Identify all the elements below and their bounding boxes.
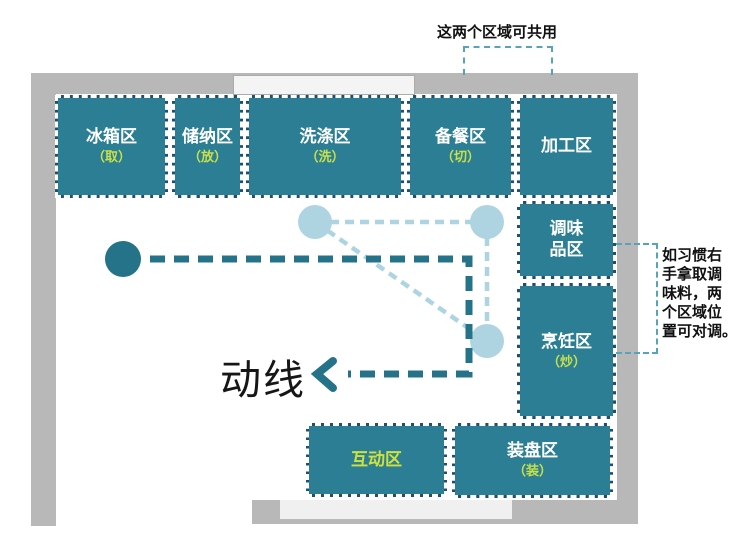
zone-seasoning: 调味 品区 — [517, 201, 616, 279]
zone-label: 互动区 — [351, 449, 402, 470]
wall-left — [31, 73, 56, 526]
zone-storage: 储纳区 （放） — [172, 95, 243, 198]
zone-prep-box: 备餐区 （切） — [407, 95, 514, 198]
flow-path — [150, 255, 473, 378]
zone-label: 冰箱区 — [86, 127, 137, 147]
zone-label: 备餐区 — [435, 127, 486, 147]
zone-sublabel: （放） — [187, 150, 227, 165]
zone-interactive: 互动区 — [306, 423, 447, 497]
zone-washing-box: 洗涤区 （洗） — [246, 95, 404, 198]
bottom-opening — [280, 500, 512, 519]
zone-cooking-box: 烹饪区 （炒） — [517, 283, 616, 419]
zone-sublabel: （炒） — [546, 354, 586, 370]
top-window — [233, 75, 415, 95]
zone-sublabel: （洗） — [305, 150, 345, 165]
zone-processing: 加工区 — [517, 95, 616, 198]
shared-node-washing — [298, 205, 332, 239]
zone-washing: 洗涤区 （洗） — [246, 95, 404, 198]
flow-line-label: 动线 — [220, 356, 306, 404]
zone-storage-box: 储纳区 （放） — [172, 95, 243, 198]
shared-zones-note: 这两个区域可共用 — [437, 23, 558, 41]
flow-arrow-icon — [310, 357, 337, 392]
zone-sublabel: （装） — [512, 464, 552, 479]
zone-label: 洗涤区 — [299, 127, 351, 147]
swap-zones-bracket — [616, 243, 658, 354]
zone-label: 调味 品区 — [549, 219, 584, 260]
zone-label: 储纳区 — [182, 127, 233, 147]
wall-right — [617, 73, 638, 524]
zone-sublabel: （取） — [91, 150, 131, 165]
zone-plating: 装盘区 （装） — [452, 423, 613, 498]
zone-interactive-box: 互动区 — [306, 423, 447, 497]
zone-label: 加工区 — [541, 136, 592, 156]
zone-label: 装盘区 — [507, 441, 558, 461]
zone-fridge: 冰箱区 （取） — [55, 95, 168, 198]
swap-zones-note: 如习惯右 手拿取调 味料，两 个区域位 置可对调。 — [662, 246, 738, 340]
zone-seasoning-box: 调味 品区 — [517, 201, 616, 279]
zone-label: 烹饪区 — [541, 331, 592, 352]
shared-node-prep — [470, 205, 504, 239]
flow-start-dot — [105, 241, 141, 277]
shared-node-cooking — [470, 324, 504, 358]
shared-zones-bracket — [463, 46, 553, 75]
zone-sublabel: （切） — [440, 150, 480, 165]
zone-prep: 备餐区 （切） — [407, 95, 514, 198]
zone-fridge-box: 冰箱区 （取） — [55, 95, 168, 198]
zone-cooking: 烹饪区 （炒） — [517, 283, 616, 419]
shared-zone-path — [313, 219, 490, 343]
zone-plating-box: 装盘区 （装） — [452, 423, 613, 498]
zone-processing-box: 加工区 — [517, 95, 616, 198]
